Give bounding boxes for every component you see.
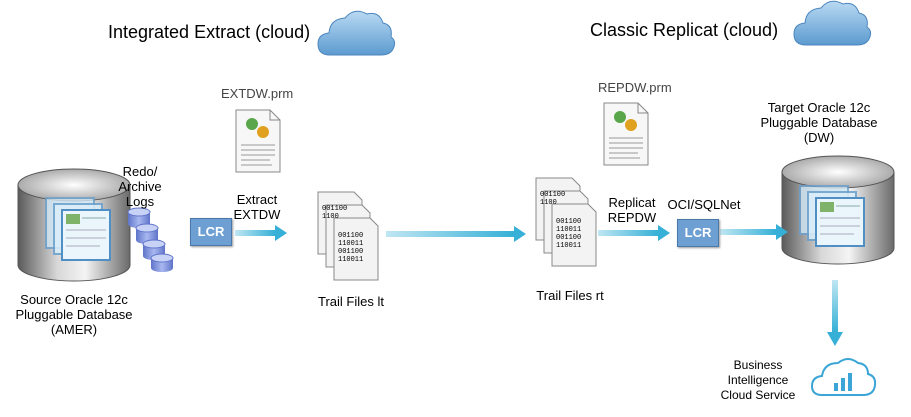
source-db-line3: (AMER): [50, 322, 98, 337]
arrow-lcr-to-trail: [235, 225, 287, 241]
source-db-line1: Source Oracle 12c: [20, 292, 128, 307]
trail-files-left-label: Trail Files lt: [318, 294, 384, 309]
target-db-line2: Pluggable Database: [760, 115, 878, 130]
extract-line1: Extract: [236, 192, 278, 207]
bi-line2: Intelligence: [727, 373, 789, 387]
replicat-process-label: Replicat REPDW: [600, 195, 664, 225]
bi-line1: Business: [733, 358, 783, 372]
target-db-line3: (DW): [803, 130, 835, 145]
replicat-line1: Replicat: [608, 195, 656, 210]
cloud-icon-replicat: [793, 0, 872, 46]
extract-param-file-label: EXTDW.prm: [221, 86, 294, 101]
replicat-param-file-icon: [603, 102, 649, 166]
trail-files-left-icon: [317, 191, 379, 281]
extract-process-label: Extract EXTDW: [222, 192, 292, 222]
bi-line3: Cloud Service: [720, 388, 796, 402]
cloud-icon-extract: [317, 10, 396, 56]
replicat-param-file-label: REPDW.prm: [598, 80, 672, 95]
replicat-line2: REPDW: [607, 210, 657, 225]
extract-title: Integrated Extract (cloud): [108, 22, 311, 42]
bi-service-label: Business Intelligence Cloud Service: [708, 358, 808, 403]
trail-right-text-2: 001100 110011 001100 110011: [556, 218, 582, 250]
trail-left-text-1: 001100 1100: [322, 205, 348, 221]
extract-line2: EXTDW: [233, 207, 281, 222]
redo-logs-icon: [127, 207, 174, 272]
source-db-label: Source Oracle 12c Pluggable Database (AM…: [4, 292, 144, 337]
source-db-line2: Pluggable Database: [15, 307, 133, 322]
arrow-target-to-bi: [827, 280, 843, 346]
redo-logs-line2: Archive: [118, 179, 162, 194]
arrow-lcr-to-target: [720, 224, 788, 240]
arrow-trail-to-trail: [386, 226, 526, 242]
target-db-label: Target Oracle 12c Pluggable Database (DW…: [754, 100, 884, 145]
target-db-line1: Target Oracle 12c: [767, 100, 871, 115]
redo-logs-line3: Logs: [125, 194, 155, 209]
redo-logs-line1: Redo/: [122, 164, 158, 179]
trail-files-right-icon: [535, 177, 597, 267]
arrow-trail-to-lcr: [598, 225, 670, 241]
oci-sqlnet-label: OCI/SQLNet: [667, 197, 741, 212]
trail-right-text-1: 001100 1100: [540, 191, 566, 207]
bi-cloud-icon: [810, 358, 877, 396]
trail-files-right-label: Trail Files rt: [536, 288, 604, 303]
trail-left-text-2: 001100 110011 001100 110011: [338, 232, 364, 264]
extract-param-file-icon: [235, 109, 281, 173]
lcr-box-extract: LCR: [190, 218, 232, 246]
lcr-box-replicat: LCR: [677, 219, 719, 247]
target-database-icon: [781, 155, 895, 265]
replicat-title: Classic Replicat (cloud): [590, 20, 779, 40]
source-database-icon: [17, 168, 131, 282]
redo-logs-label: Redo/ Archive Logs: [115, 164, 165, 209]
